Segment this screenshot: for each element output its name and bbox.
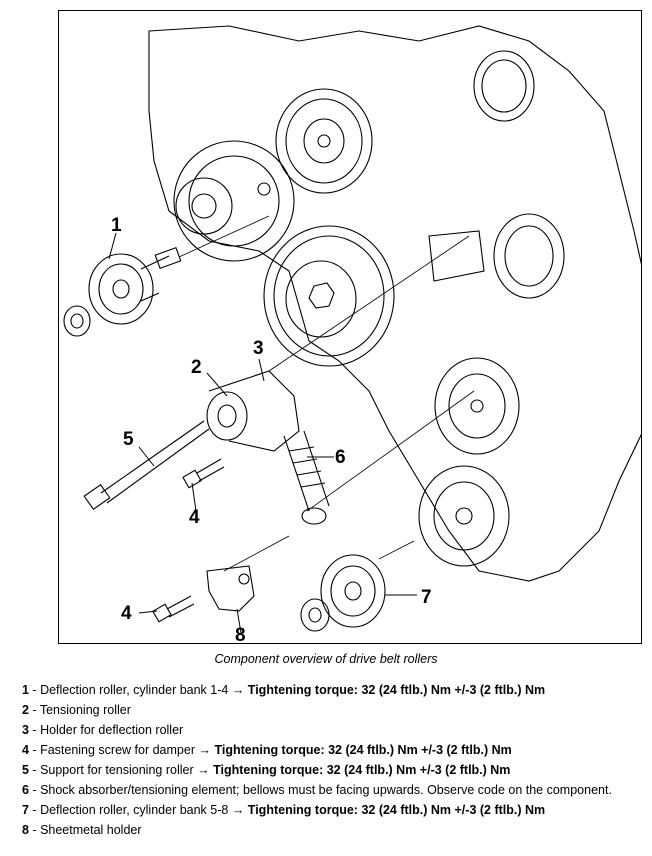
legend-item-4: 4 - Fastening screw for damper → Tighten… xyxy=(22,743,512,757)
callout-4-upper: 4 xyxy=(189,507,200,528)
legend-item-7: 7 - Deflection roller, cylinder bank 5-8… xyxy=(22,803,546,817)
callout-5: 5 xyxy=(123,429,134,450)
legend-item-1: 1 - Deflection roller, cylinder bank 1-4… xyxy=(22,683,546,697)
callout-8: 8 xyxy=(235,625,246,644)
part-4-screw-lower xyxy=(152,595,195,623)
callout-6: 6 xyxy=(335,447,346,468)
right-pulley xyxy=(493,213,565,299)
part-4-screw-upper xyxy=(182,458,225,489)
ac-compressor xyxy=(418,465,510,567)
bracket-plate xyxy=(428,230,485,282)
engine-drawing: 1 2 3 5 6 4 4 7 8 xyxy=(63,25,641,644)
filler-cap xyxy=(473,50,535,122)
crankshaft-pulley xyxy=(263,225,395,367)
callout-1: 1 xyxy=(111,215,122,236)
callout-3: 3 xyxy=(253,338,264,359)
legend-item-5: 5 - Support for tensioning roller → Tigh… xyxy=(22,763,511,777)
part-7-deflection-roller xyxy=(300,554,386,632)
callout-4-lower: 4 xyxy=(121,603,132,624)
part-5-support-bolt xyxy=(83,420,210,511)
engine-outline xyxy=(148,25,641,582)
part-6-shock-absorber xyxy=(283,430,330,525)
top-pulley xyxy=(275,88,373,194)
upper-left-pulley xyxy=(173,140,295,262)
legend-item-8: 8 - Sheetmetal holder xyxy=(22,823,142,837)
assembly-guide-lines xyxy=(178,215,475,572)
part-1-deflection-roller xyxy=(63,246,182,337)
callout-2: 2 xyxy=(191,357,202,378)
leader-lines xyxy=(108,232,417,634)
legend-item-2: 2 - Tensioning roller xyxy=(22,703,131,717)
lower-right-pulley xyxy=(434,357,520,455)
part-8-sheetmetal-holder xyxy=(206,565,255,612)
exploded-diagram: 1 2 3 5 6 4 4 7 8 xyxy=(58,10,642,644)
part-2-tensioning-roller xyxy=(206,370,300,452)
legend-item-3: 3 - Holder for deflection roller xyxy=(22,723,184,737)
callout-7: 7 xyxy=(421,587,432,608)
parts-legend: 1 - Deflection roller, cylinder bank 1-4… xyxy=(22,680,647,840)
legend-item-6: 6 - Shock absorber/tensioning element; b… xyxy=(22,783,612,797)
figure-caption: Component overview of drive belt rollers xyxy=(214,652,438,666)
